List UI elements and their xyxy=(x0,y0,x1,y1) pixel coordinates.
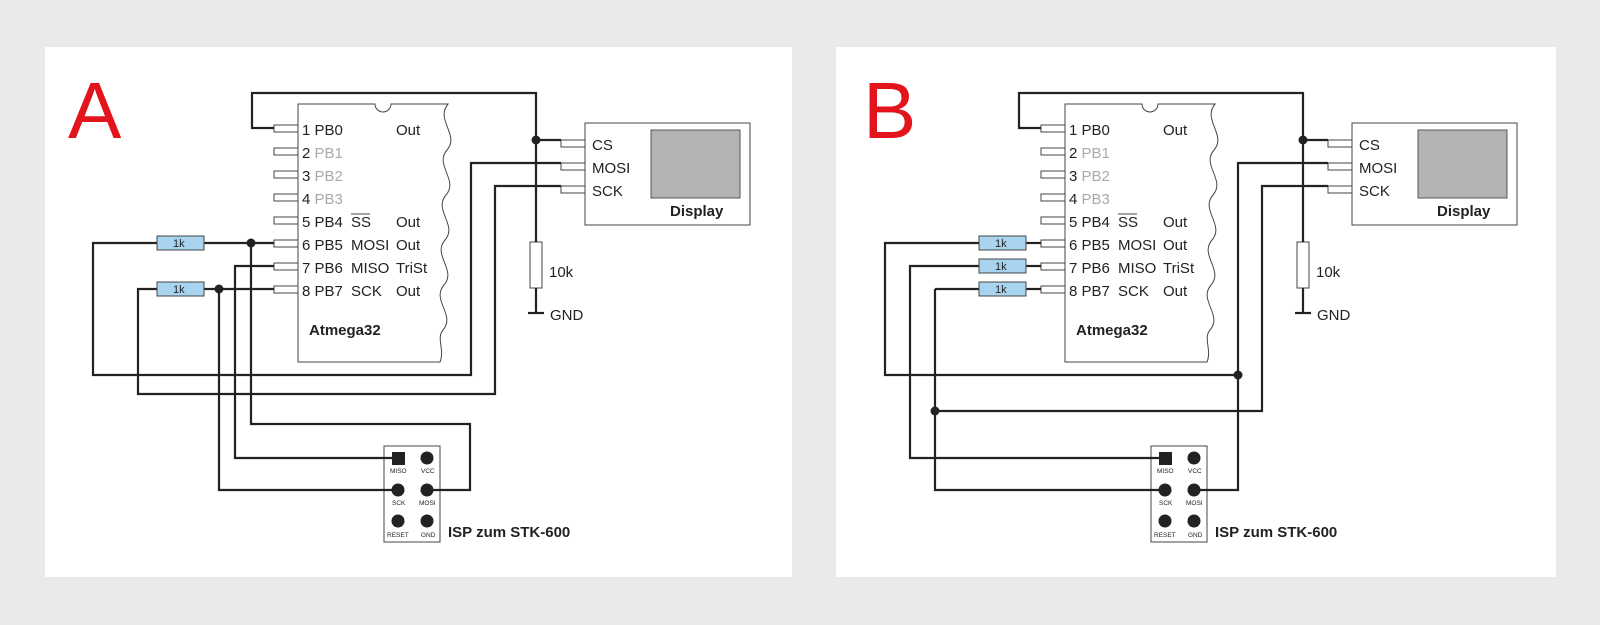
svg-text:8 PB7: 8 PB7 xyxy=(302,283,343,300)
svg-text:MISO: MISO xyxy=(1157,468,1174,475)
display-pin-mosi: MOSI xyxy=(1359,160,1397,177)
svg-text:2 PB1: 2 PB1 xyxy=(302,145,343,162)
svg-text:Out: Out xyxy=(396,283,421,300)
svg-text:Out: Out xyxy=(1163,237,1188,254)
svg-text:1k: 1k xyxy=(995,284,1007,296)
svg-text:MOSI: MOSI xyxy=(1118,237,1156,254)
schematic-b: B 1 PB0 2 PB1 3 PB2 4 PB3 5 PB4 6 PB5 7 … xyxy=(863,66,1518,543)
pin-stubs xyxy=(273,124,299,294)
svg-text:4 PB3: 4 PB3 xyxy=(1069,191,1110,208)
display-label: Display xyxy=(670,203,724,220)
svg-text:SCK: SCK xyxy=(351,283,382,300)
isp-label: ISP zum STK-600 xyxy=(1215,524,1337,541)
svg-text:MISO: MISO xyxy=(390,468,407,475)
svg-text:1k: 1k xyxy=(995,261,1007,273)
svg-text:7 PB6: 7 PB6 xyxy=(1069,260,1110,277)
display-pin-sck: SCK xyxy=(1359,183,1390,200)
svg-text:Out: Out xyxy=(1163,122,1188,139)
svg-text:Out: Out xyxy=(396,122,421,139)
atmega32-chip xyxy=(297,103,452,363)
pin-labels: 1 PB0 2 PB1 3 PB2 4 PB3 5 PB4 6 PB5 7 PB… xyxy=(1069,122,1195,300)
resistor-1k xyxy=(978,235,1027,251)
svg-text:Out: Out xyxy=(396,214,421,231)
resistor-1k xyxy=(156,235,205,251)
svg-text:1k: 1k xyxy=(995,238,1007,250)
svg-text:2 PB1: 2 PB1 xyxy=(1069,145,1110,162)
svg-text:1 PB0: 1 PB0 xyxy=(302,122,343,139)
pin-labels: 1 PB0 2 PB1 3 PB2 4 PB3 5 PB4 6 PB5 7 PB… xyxy=(302,122,428,300)
svg-text:7 PB6: 7 PB6 xyxy=(302,260,343,277)
svg-text:MISO: MISO xyxy=(351,260,389,277)
svg-text:SCK: SCK xyxy=(392,500,406,507)
gnd-label: GND xyxy=(550,307,584,324)
svg-text:8 PB7: 8 PB7 xyxy=(1069,283,1110,300)
display-label: Display xyxy=(1437,203,1491,220)
resistor-1k xyxy=(978,258,1027,274)
svg-text:6 PB5: 6 PB5 xyxy=(302,237,343,254)
svg-text:MISO: MISO xyxy=(1118,260,1156,277)
svg-text:4 PB3: 4 PB3 xyxy=(302,191,343,208)
pin-stubs xyxy=(1040,124,1066,294)
isp-label: ISP zum STK-600 xyxy=(448,524,570,541)
display-screen xyxy=(1417,129,1508,199)
chip-name: Atmega32 xyxy=(309,322,381,339)
svg-text:Out: Out xyxy=(396,237,421,254)
svg-text:6 PB5: 6 PB5 xyxy=(1069,237,1110,254)
svg-text:5 PB4: 5 PB4 xyxy=(1069,214,1110,231)
svg-text:GND: GND xyxy=(1188,532,1203,539)
pullup-resistor xyxy=(529,241,543,289)
chip-name: Atmega32 xyxy=(1076,322,1148,339)
display-pin-sck: SCK xyxy=(592,183,623,200)
svg-text:GND: GND xyxy=(421,532,436,539)
panel-letter: A xyxy=(68,66,122,155)
svg-text:SCK: SCK xyxy=(1118,283,1149,300)
wires xyxy=(883,91,1328,492)
atmega32-chip xyxy=(1064,103,1219,363)
gnd-label: GND xyxy=(1317,307,1351,324)
svg-text:Out: Out xyxy=(1163,283,1188,300)
svg-text:3 PB2: 3 PB2 xyxy=(302,168,343,185)
svg-text:VCC: VCC xyxy=(421,468,435,475)
display-screen xyxy=(650,129,741,199)
svg-text:1k: 1k xyxy=(173,238,185,250)
pullup-value: 10k xyxy=(549,264,574,281)
svg-text:5 PB4: 5 PB4 xyxy=(302,214,343,231)
svg-text:1 PB0: 1 PB0 xyxy=(1069,122,1110,139)
svg-text:Out: Out xyxy=(1163,214,1188,231)
svg-text:TriSt: TriSt xyxy=(396,260,428,277)
pullup-resistor xyxy=(1296,241,1310,289)
panel-letter: B xyxy=(863,66,916,155)
schematic-a: A 1 PB0 2 PB1 3 PB2 4 PB3 5 PB4 6 PB5 7 … xyxy=(68,66,751,543)
svg-text:SCK: SCK xyxy=(1159,500,1173,507)
display-pin-cs: CS xyxy=(592,137,613,154)
svg-text:RESET: RESET xyxy=(1154,532,1176,539)
svg-text:1k: 1k xyxy=(173,284,185,296)
svg-text:MOSI: MOSI xyxy=(1186,500,1203,507)
svg-text:SS: SS xyxy=(1118,214,1138,231)
display-pin-mosi: MOSI xyxy=(592,160,630,177)
svg-text:SS: SS xyxy=(351,214,371,231)
svg-text:TriSt: TriSt xyxy=(1163,260,1195,277)
display-pin-cs: CS xyxy=(1359,137,1380,154)
svg-text:MOSI: MOSI xyxy=(351,237,389,254)
svg-text:RESET: RESET xyxy=(387,532,409,539)
resistor-1k xyxy=(978,281,1027,297)
svg-text:3 PB2: 3 PB2 xyxy=(1069,168,1110,185)
pullup-value: 10k xyxy=(1316,264,1341,281)
svg-text:VCC: VCC xyxy=(1188,468,1202,475)
resistor-1k xyxy=(156,281,205,297)
svg-text:MOSI: MOSI xyxy=(419,500,436,507)
